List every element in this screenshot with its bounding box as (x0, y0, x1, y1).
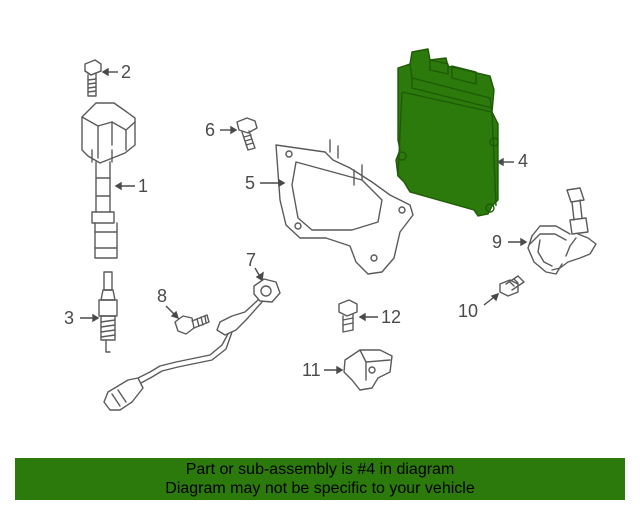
spark-plug-part-3 (98, 271, 118, 353)
bolt-part-6 (236, 117, 258, 151)
callout-2: 2 (121, 62, 132, 82)
sensor-part-9 (527, 187, 597, 275)
callout-1: 1 (138, 176, 149, 196)
knock-sensor-part-7 (103, 278, 281, 411)
callout-12: 12 (381, 307, 402, 327)
bolt-part-8 (174, 314, 210, 335)
bolt-part-12 (338, 299, 358, 333)
callout-11: 11 (302, 360, 321, 380)
callout-10: 10 (458, 301, 479, 321)
bolt-part-2 (84, 59, 102, 97)
bracket-part-5 (275, 139, 414, 275)
ignition-coil-part-1 (81, 102, 136, 259)
callout-4: 4 (518, 151, 529, 171)
callout-6: 6 (205, 120, 216, 140)
callout-5: 5 (245, 173, 256, 193)
banner-line-2: Diagram may not be specific to your vehi… (165, 480, 475, 497)
banner-line-1: Part or sub-assembly is #4 in diagram (185, 461, 455, 478)
callout-3: 3 (64, 308, 75, 328)
bolt-part-10 (499, 275, 525, 297)
sensor-part-11 (343, 349, 393, 391)
control-module-part-4 (395, 48, 499, 217)
callout-9: 9 (492, 232, 503, 252)
part-info-banner: Part or sub-assembly is #4 in diagram Di… (15, 458, 625, 500)
parts-diagram (80, 48, 597, 411)
callout-7: 7 (246, 250, 257, 270)
callout-8: 8 (157, 286, 168, 306)
